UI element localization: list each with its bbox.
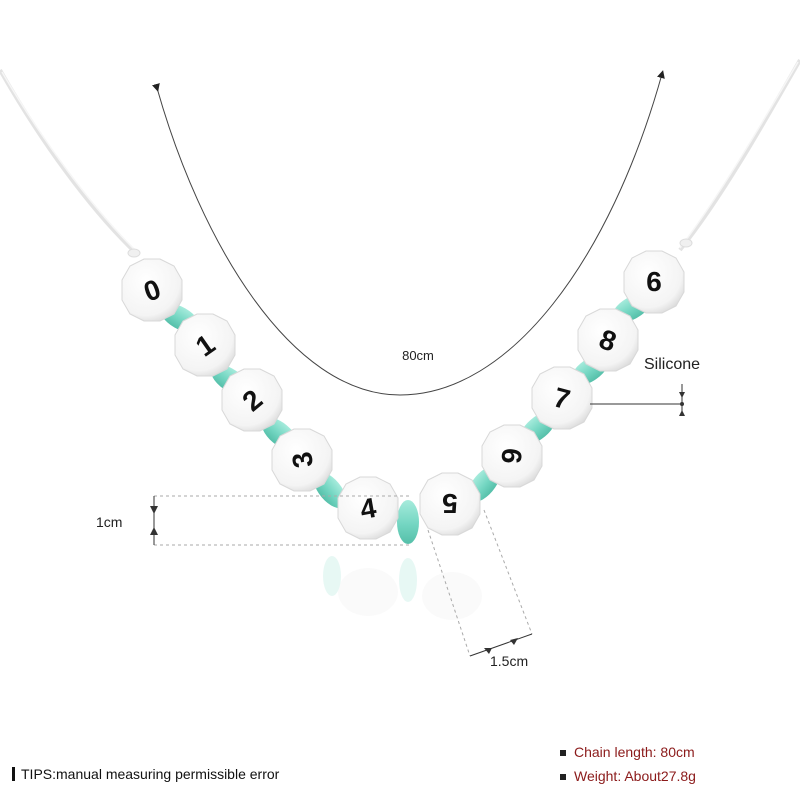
bead-height-label: 1cm	[96, 514, 122, 530]
bullet-square	[560, 750, 566, 757]
cord-knot-right	[679, 238, 693, 248]
cord-left-highlight	[1, 71, 139, 254]
bead-0: 0	[121, 258, 183, 322]
bead-9: 9	[623, 250, 685, 314]
spec-length-value: 80cm	[660, 744, 695, 760]
silicone-callout: Silicone	[590, 356, 700, 416]
spec-weight-key: Weight:	[574, 768, 622, 784]
spec-weight-value: About27.8g	[624, 768, 696, 784]
spec-weight: Weight: About27.8g	[560, 768, 696, 784]
bead-height-dimension: 1cm	[96, 495, 412, 546]
silicone-label: Silicone	[644, 356, 700, 373]
bead-7: 7	[531, 366, 593, 430]
cord-right-highlight	[679, 61, 799, 249]
length-arc	[152, 70, 665, 396]
bead-5: 5	[419, 472, 481, 536]
tips-bar	[12, 767, 15, 781]
tips-note: TIPS:manual measuring permissible error	[12, 766, 279, 782]
bead-4: 4	[337, 476, 399, 540]
bead-2: 2	[221, 368, 283, 432]
bullet-square	[560, 774, 566, 781]
cord-right	[678, 59, 800, 252]
cord-knot-left	[127, 248, 141, 258]
length-label: 80cm	[402, 348, 434, 363]
bead-number: 5	[442, 488, 458, 519]
spacer	[397, 500, 419, 544]
bead-3: 3	[271, 428, 333, 492]
bead-number: 4	[358, 492, 379, 525]
cord-left	[0, 69, 140, 257]
bead-number: 9	[646, 266, 662, 297]
bead-1: 1	[174, 313, 236, 377]
tips-text: TIPS:manual measuring permissible error	[21, 766, 280, 782]
bead-number: 7	[550, 381, 573, 415]
bead-width-label: 1.5cm	[490, 653, 528, 669]
bead-6: 6	[481, 424, 543, 488]
spec-chain-length: Chain length: 80cm	[560, 744, 695, 760]
bead-8: 8	[577, 308, 639, 372]
bead-number: 3	[286, 450, 319, 471]
spec-length-key: Chain length:	[574, 744, 657, 760]
bead-reflection	[323, 556, 482, 620]
bead-width-dimension: 1.5cm	[427, 509, 533, 669]
bead-number: 6	[495, 447, 527, 465]
